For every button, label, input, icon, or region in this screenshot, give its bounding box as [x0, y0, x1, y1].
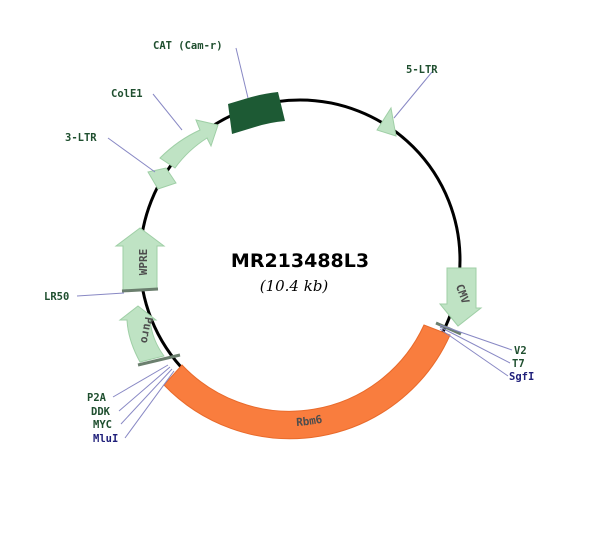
cmv-feature-arrow [438, 267, 483, 327]
ltr3-label: 3-LTR [65, 132, 97, 144]
p2a-label: P2A [87, 392, 107, 404]
v2-label: V2 [514, 345, 527, 357]
puro-label: Puro [138, 316, 155, 345]
plasmid-name: MR213488L3 [231, 250, 369, 272]
puro-end-marker [137, 353, 181, 367]
ddk-label: DDK [91, 406, 111, 418]
rbm6-label: Rbm6 [296, 413, 324, 429]
plasmid-size: (10.4 kb) [260, 277, 329, 295]
ltr5-leader [393, 71, 433, 119]
mlui-leader [124, 370, 175, 439]
cole1-feature-arrow [159, 119, 219, 169]
ltr3-leader [107, 137, 156, 173]
rbm6-insert-arc [163, 324, 451, 440]
puro-feature-arrow [118, 305, 165, 363]
cat-label: CAT (Cam-r) [153, 40, 223, 52]
mlui-label: MluI [93, 433, 118, 445]
ltr5-feature-arrow [376, 106, 397, 137]
v2-leader [439, 324, 513, 351]
t7-label: T7 [512, 358, 525, 370]
ddk-leader [118, 366, 171, 412]
ltr5-label: 5-LTR [406, 64, 438, 76]
myc-leader [120, 368, 173, 425]
t7-leader [439, 326, 511, 364]
cat-leader [235, 47, 249, 99]
leader-lines [76, 47, 513, 439]
sgfi-label: SgfI [509, 371, 534, 383]
cat-feature-arrow [228, 92, 285, 134]
cole1-leader [152, 93, 183, 131]
wpre-feature-arrow [114, 227, 166, 291]
wpre-label: WPRE [137, 249, 150, 276]
lr50-label: LR50 [44, 291, 69, 303]
lr50-leader [76, 292, 125, 297]
cole1-label: ColE1 [111, 88, 143, 100]
p2a-leader [112, 364, 169, 398]
sgfi-leader [439, 328, 509, 377]
lr50-marker [121, 287, 159, 293]
myc-label: MYC [93, 419, 112, 431]
ltr3-feature-arrow [147, 167, 177, 190]
